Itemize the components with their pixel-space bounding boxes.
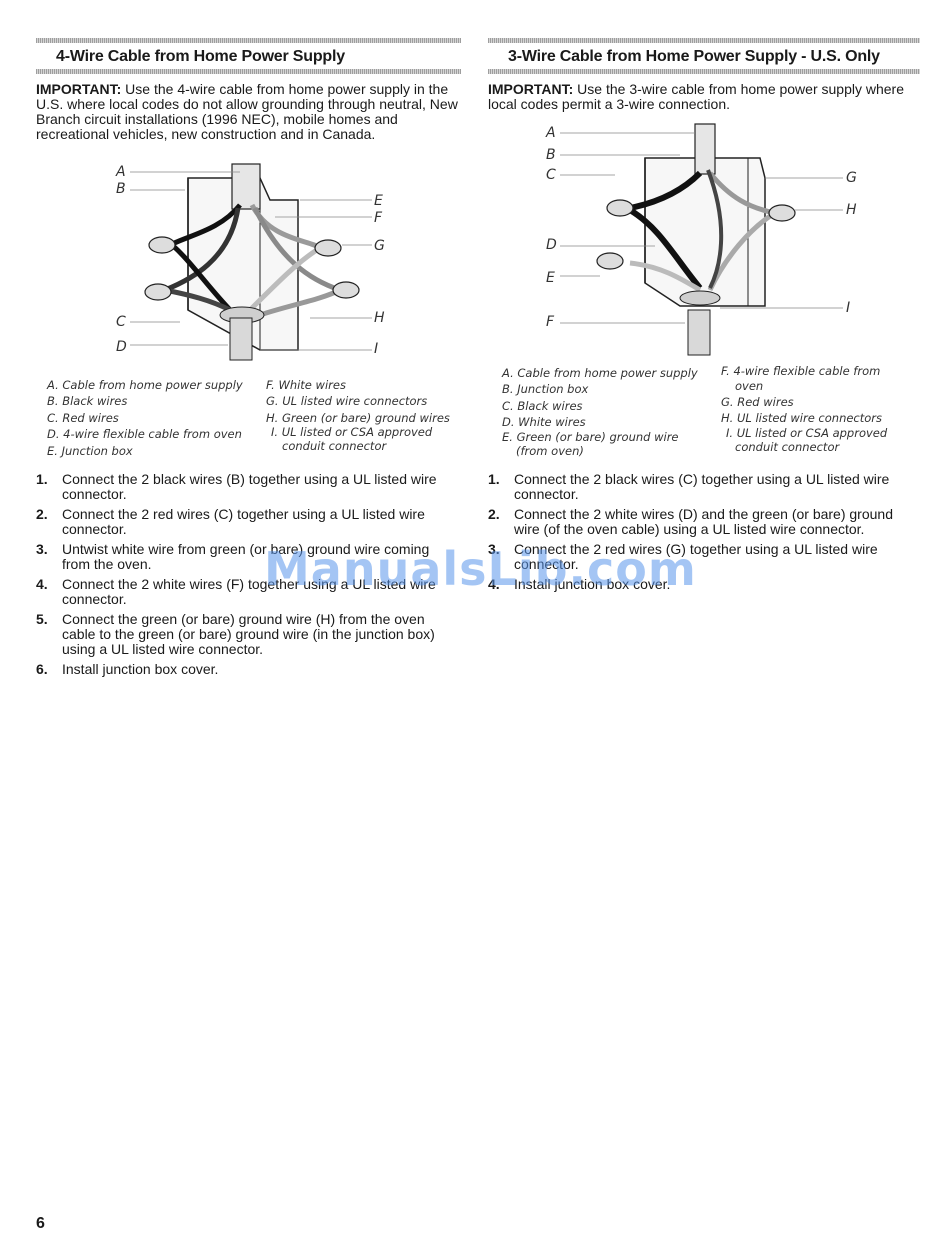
legend-item: oven <box>735 379 764 393</box>
three-wire-junction-diagram <box>560 123 843 356</box>
legend-item: D. 4-wire flexible cable from oven <box>47 427 242 442</box>
section-header: 3-Wire Cable from Home Power Supply - U.… <box>488 38 920 74</box>
important-text: Use the 3-wire cable from home power sup… <box>488 81 904 112</box>
step-item: 4.Install junction box cover. <box>488 576 671 592</box>
left-steps-list: 1.Connect the 2 black wires (B) together… <box>36 472 456 677</box>
section-title: 3-Wire Cable from Home Power Supply - U.… <box>504 48 884 66</box>
fig-label-h: H <box>374 310 385 326</box>
step-item: 2.Connect the 2 white wires (D) and the … <box>488 506 893 537</box>
section-title: 4-Wire Cable from Home Power Supply <box>52 48 349 66</box>
step-item: 2.Connect the 2 red wires (C) together u… <box>36 506 425 537</box>
right-legend-col2: F. 4-wire flexible cable from oven G. Re… <box>721 365 887 454</box>
legend-item: A. Cable from home power supply <box>47 378 243 392</box>
fig-label-f: F <box>374 210 383 226</box>
legend-item: B. Junction box <box>502 382 589 397</box>
legend-item: G. UL listed wire connectors <box>266 394 428 409</box>
step-item: 1.Connect the 2 black wires (C) together… <box>488 471 890 502</box>
legend-item: E. Junction box <box>47 443 133 458</box>
fig-label-c: C <box>116 314 126 330</box>
fig-label-b: B <box>546 147 556 163</box>
step-item: 3.Connect the 2 red wires (G) together u… <box>488 541 878 572</box>
legend-item: F. White wires <box>266 378 346 392</box>
fig-label-e: E <box>546 270 555 286</box>
left-legend-col1: A. Cable from home power supply B. Black… <box>47 377 243 459</box>
legend-item: D. White wires <box>502 415 586 430</box>
legend-item: C. Black wires <box>502 398 583 413</box>
fig-label-d: D <box>116 339 127 355</box>
step-item: 6.Install junction box cover. <box>36 661 219 677</box>
watermark: ManualsLib.com <box>264 542 697 596</box>
step-item: 1.Connect the 2 black wires (B) together… <box>36 471 437 502</box>
step-item: 3.Untwist white wire from green (or bare… <box>36 541 430 572</box>
legend-item: B. Black wires <box>47 394 128 409</box>
right-section: 3-Wire Cable from Home Power Supply - U.… <box>488 38 920 112</box>
fig-label-h: H <box>846 202 857 218</box>
important-label: IMPORTANT: <box>36 81 122 97</box>
step-item: 5.Connect the green (or bare) ground wir… <box>36 611 435 657</box>
four-wire-junction-diagram <box>130 163 372 361</box>
right-legend-col1: A. Cable from home power supply B. Junct… <box>502 365 698 458</box>
right-steps-list: 1.Connect the 2 black wires (C) together… <box>488 472 913 592</box>
fig-label-i: I <box>846 300 851 316</box>
section-header: 4-Wire Cable from Home Power Supply <box>36 38 461 74</box>
fig-label-g: G <box>374 238 385 254</box>
legend-item: A. Cable from home power supply <box>502 366 698 380</box>
fig-label-c: C <box>546 167 556 183</box>
important-text: Use the 4-wire cable from home power sup… <box>36 81 458 142</box>
important-note: IMPORTANT: Use the 3-wire cable from hom… <box>488 82 920 112</box>
legend-item: H. Green (or bare) ground wires <box>266 410 450 425</box>
legend-item: F. 4-wire flexible cable from <box>721 364 881 378</box>
fig-label-f: F <box>546 314 555 330</box>
legend-item: conduit connector <box>735 439 840 454</box>
step-item: 4.Connect the 2 white wires (F) together… <box>36 576 436 607</box>
left-legend-col2: F. White wires G. UL listed wire connect… <box>266 377 450 453</box>
fig-label-e: E <box>374 193 383 209</box>
legend-item: I. UL listed or CSA approved <box>726 425 888 440</box>
fig-label-b: B <box>116 181 126 197</box>
page-number: 6 <box>36 1215 45 1232</box>
legend-item: conduit connector <box>282 439 387 454</box>
legend-item: G. Red wires <box>721 395 794 409</box>
fig-label-i: I <box>374 341 379 357</box>
legend-item: (from oven) <box>516 443 584 458</box>
important-note: IMPORTANT: Use the 4-wire cable from hom… <box>36 82 461 142</box>
fig-label-g: G <box>846 170 857 186</box>
fig-label-a: A <box>546 125 556 141</box>
legend-item: C. Red wires <box>47 410 119 425</box>
fig-label-d: D <box>546 237 557 253</box>
legend-item: I. UL listed or CSA approved <box>271 425 433 440</box>
important-label: IMPORTANT: <box>488 81 574 97</box>
left-section: 4-Wire Cable from Home Power Supply IMPO… <box>36 38 461 142</box>
legend-item: H. UL listed wire connectors <box>721 411 883 426</box>
legend-item: E. Green (or bare) ground wire <box>502 429 679 444</box>
fig-label-a: A <box>116 164 126 180</box>
